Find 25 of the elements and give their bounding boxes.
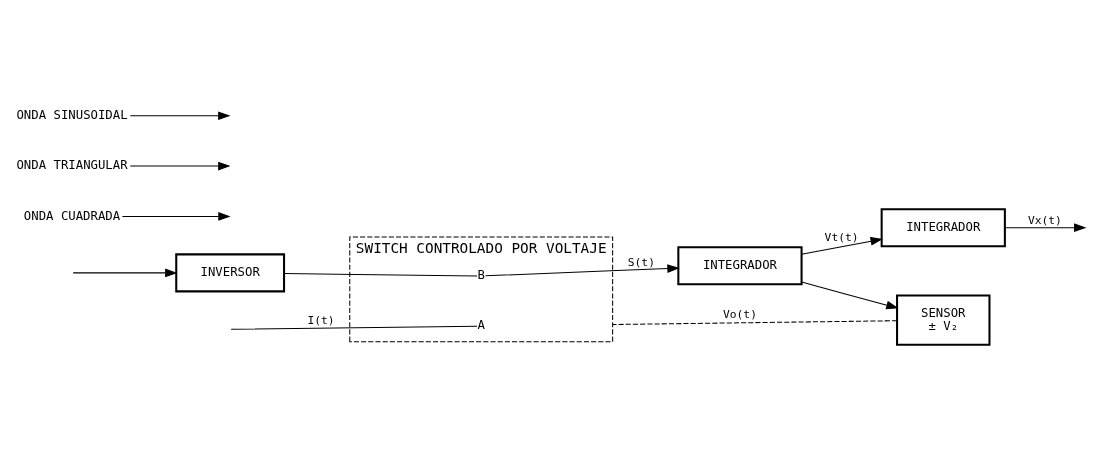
edge-label: Vo(t) xyxy=(722,307,757,321)
edge-label: Vt(t) xyxy=(824,230,859,244)
arrow xyxy=(129,161,231,171)
node-box: INVERSOR xyxy=(174,253,285,293)
node-text: ONDA CUADRADA xyxy=(23,208,120,223)
node-text: ONDA SINUSOIDAL xyxy=(15,107,128,122)
arrow xyxy=(1004,223,1086,233)
edge-label: Vx(t) xyxy=(1027,214,1062,228)
arrow xyxy=(72,268,177,278)
edge-label: I(t) xyxy=(306,314,335,328)
node-box: SENSOR ± V₂ xyxy=(895,294,990,346)
arrow xyxy=(484,264,680,277)
connector xyxy=(283,273,478,277)
connector xyxy=(611,320,897,326)
node-box: INTEGRADOR xyxy=(676,246,803,286)
node-text: A xyxy=(476,318,485,333)
arrow xyxy=(800,236,883,255)
node-box: INTEGRADOR xyxy=(880,208,1006,248)
node-text: ONDA TRIANGULAR xyxy=(15,158,128,173)
arrow xyxy=(129,111,231,121)
node-text: B xyxy=(476,268,485,283)
arrow xyxy=(121,212,231,221)
edge-label: S(t) xyxy=(627,255,655,269)
connector xyxy=(230,325,478,330)
arrow xyxy=(800,281,899,310)
